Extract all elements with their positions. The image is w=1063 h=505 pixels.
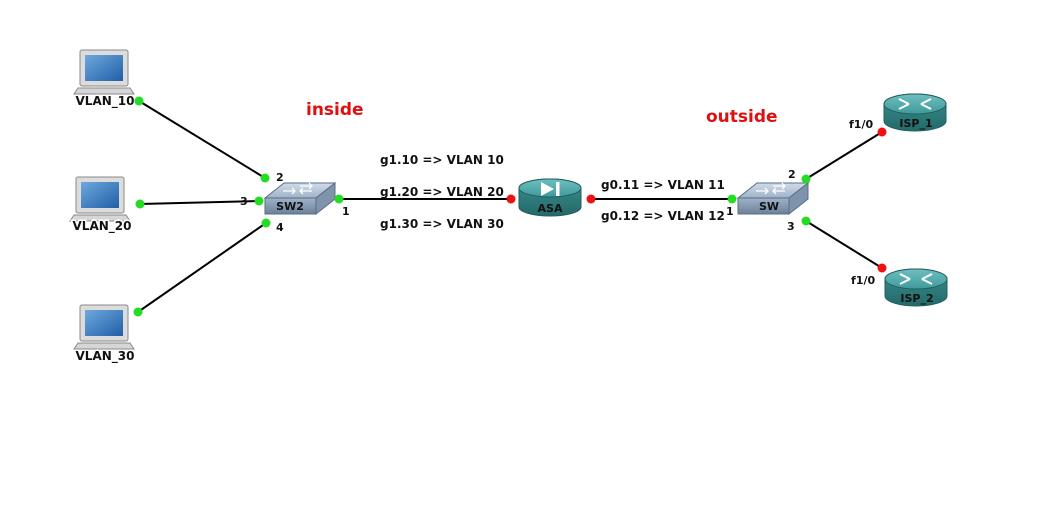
zone-label-inside: inside (306, 100, 364, 120)
switch-icon (736, 181, 810, 216)
router-icon (884, 268, 948, 307)
computer-icon (69, 176, 131, 222)
port-label: 1 (342, 205, 350, 218)
link-pc3-sw2 (137, 222, 267, 313)
subinterface-label: g1.30 => VLAN 30 (380, 217, 504, 231)
port-dot-up (254, 196, 264, 206)
port-dot-up (727, 194, 737, 204)
firewall-icon (518, 178, 582, 217)
sw-label: SW (759, 200, 779, 213)
outside-subinterfaces: g0.11 => VLAN 11 g0.12 => VLAN 12 (601, 178, 725, 223)
pc-vlan30[interactable]: VLAN_30 (73, 304, 136, 366)
link-sw-isp2 (805, 220, 883, 269)
port-label: 2 (788, 168, 796, 181)
pc-vlan30-label: VLAN_30 (76, 349, 135, 364)
port-labels: 2 3 4 1 1 2 3 f1/0 f1/0 (240, 118, 875, 287)
port-dot-down (506, 194, 516, 204)
port-dot-up (334, 194, 344, 204)
inside-subinterfaces: g1.10 => VLAN 10 g1.20 => VLAN 20 g1.30 … (380, 153, 504, 231)
link-pc2-sw2 (139, 200, 260, 205)
switch-sw[interactable]: SW (736, 181, 810, 216)
port-label: f1/0 (849, 118, 873, 131)
port-dot-up (801, 174, 811, 184)
port-dot-up (134, 96, 144, 106)
zone-label-outside: outside (706, 107, 778, 127)
port-label: 4 (276, 221, 284, 234)
port-dot-up (133, 307, 143, 317)
sw2-label: SW2 (276, 200, 304, 213)
port-dot-up (261, 218, 271, 228)
pc-vlan10-label: VLAN_10 (76, 94, 135, 109)
port-dot-down (877, 263, 887, 273)
pc-vlan20-label: VLAN_20 (73, 219, 132, 234)
port-label: 1 (726, 205, 734, 218)
isp1-label: ISP_1 (899, 117, 932, 130)
pc-vlan10[interactable]: VLAN_10 (73, 49, 136, 111)
port-dot-up (801, 216, 811, 226)
router-icon (883, 93, 947, 132)
link-sw-isp1 (805, 131, 883, 180)
port-dot-up (260, 173, 270, 183)
link-pc1-sw2 (138, 100, 266, 179)
computer-icon (73, 49, 135, 95)
switch-sw2[interactable]: SW2 (263, 181, 337, 216)
isp2-label: ISP_2 (900, 292, 933, 305)
port-dot-down (586, 194, 596, 204)
port-dot-down (877, 127, 887, 137)
switch-icon (263, 181, 337, 216)
port-dot-up (135, 199, 145, 209)
asa-label: ASA (538, 202, 563, 215)
subinterface-label: g0.11 => VLAN 11 (601, 178, 725, 192)
links (137, 100, 883, 313)
router-isp2[interactable]: ISP_2 (884, 268, 948, 307)
subinterface-label: g1.20 => VLAN 20 (380, 185, 504, 199)
port-label: 3 (240, 195, 248, 208)
pc-vlan20[interactable]: VLAN_20 (69, 176, 133, 236)
router-isp1[interactable]: ISP_1 (883, 93, 947, 132)
computer-icon (73, 304, 135, 350)
port-label: 3 (787, 220, 795, 233)
subinterface-label: g0.12 => VLAN 12 (601, 209, 725, 223)
port-label: 2 (276, 171, 284, 184)
port-status-dots (133, 96, 887, 317)
firewall-asa[interactable]: ASA (518, 178, 582, 217)
port-label: f1/0 (851, 274, 875, 287)
subinterface-label: g1.10 => VLAN 10 (380, 153, 504, 167)
